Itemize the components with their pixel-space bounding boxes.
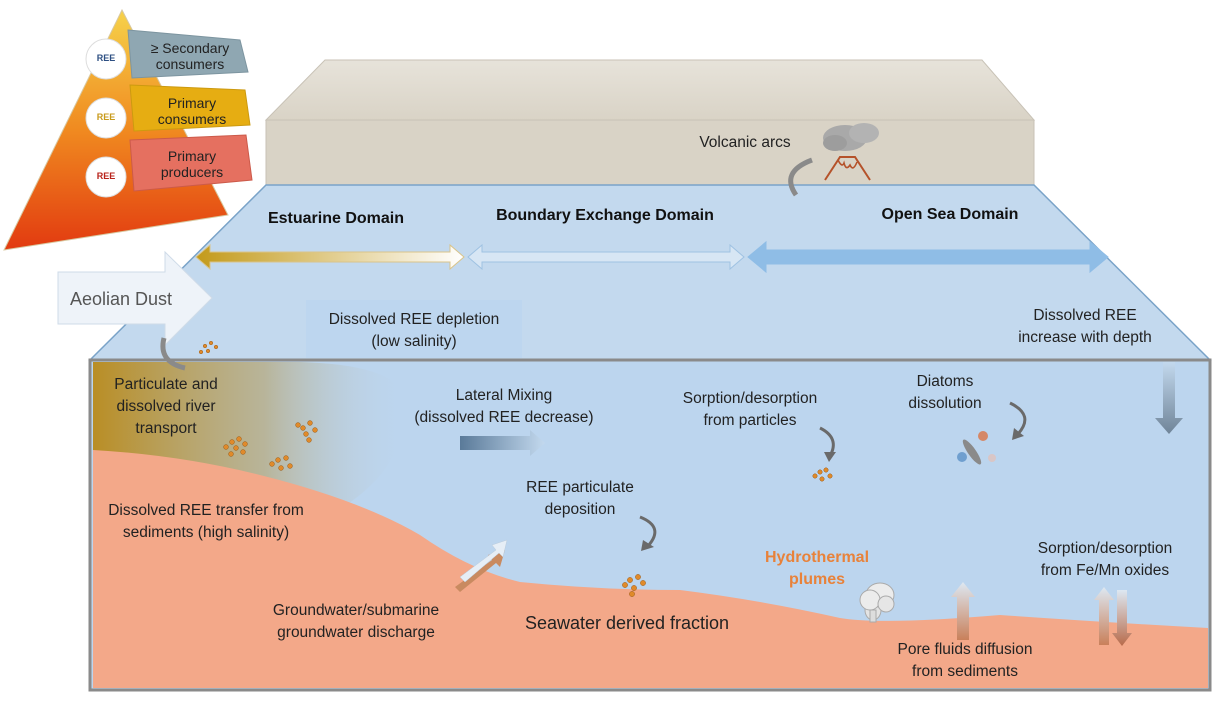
- diatoms-arrow: [1009, 401, 1027, 440]
- pyramid-label-primary-consumers-line1: Primary: [167, 95, 217, 111]
- depletion-label: Dissolved REE depletion (low salinity): [306, 309, 522, 353]
- volcanic-arcs-label: Volcanic arcs: [699, 134, 791, 151]
- depletion-label-line1: Dissolved REE depletion: [328, 311, 500, 328]
- pyramid-band-secondary: [127, 29, 249, 79]
- deposition-label-line2: deposition: [544, 501, 616, 518]
- volcano-icon: [823, 123, 879, 181]
- deposition-label-line1: REE particulate: [526, 479, 634, 496]
- boundary-domain-arrow: [467, 243, 745, 271]
- particle-sorption-label-line1: Sorption/desorption: [682, 390, 818, 407]
- hydrothermal-label-line1: Hydrothermal: [764, 549, 870, 566]
- pyramid-band-primary-consumers: [129, 84, 251, 132]
- hydrothermal-vent-icon: [859, 582, 895, 623]
- ree-badge-label-primary-consumers: REE: [96, 112, 116, 122]
- diatoms-label-line1: Diatoms: [916, 373, 974, 390]
- deposition-label: REE particulate deposition: [515, 477, 645, 521]
- pyramid-label-producers-line2: producers: [160, 164, 224, 180]
- depth-increase-label-line1: Dissolved REE: [1033, 307, 1137, 324]
- dust-deposition-arrow: [160, 337, 186, 371]
- depth-increase-arrow: [1155, 362, 1183, 434]
- depletion-box: [306, 300, 522, 358]
- land-slab-top: [264, 59, 1036, 121]
- sediment-layer: [93, 450, 1208, 688]
- pyramid-label-producers-line1: Primary: [167, 148, 217, 164]
- estuarine-domain-arrow: [195, 243, 465, 271]
- oxides-sorption-label-line2: from Fe/Mn oxides: [1040, 562, 1170, 579]
- volcanic-curved-arrow: [788, 157, 813, 197]
- oxides-up-arrow: [1094, 587, 1114, 645]
- sediment-transfer-label-line2: sediments (high salinity): [122, 524, 290, 541]
- aeolian-dust-label: Aeolian Dust: [70, 289, 173, 309]
- oxides-down-arrow: [1112, 590, 1132, 646]
- sediment-transfer-label: Dissolved REE transfer from sediments (h…: [96, 500, 316, 544]
- lateral-mixing-label: Lateral Mixing (dissolved REE decrease): [404, 385, 604, 429]
- pore-fluids-label-line1: Pore fluids diffusion: [897, 641, 1033, 658]
- ree-badge-label-producers: REE: [96, 171, 116, 181]
- diatoms-label: Diatoms dissolution: [900, 371, 990, 415]
- groundwater-label-line1: Groundwater/submarine: [272, 602, 440, 619]
- particles-sorption-arrow: [819, 426, 836, 462]
- particle-sorption-label-line2: from particles: [703, 412, 797, 429]
- oxides-sorption-label: Sorption/desorption from Fe/Mn oxides: [1020, 538, 1190, 582]
- lateral-mixing-label-line1: Lateral Mixing: [455, 387, 553, 404]
- pyramid-label-producers: Primary producers: [142, 148, 242, 180]
- ree-badge-label-secondary: REE: [96, 53, 116, 63]
- pore-fluid-arrow: [951, 582, 975, 640]
- pyramid-label-primary-consumers-line2: consumers: [157, 111, 227, 127]
- land-slab-front: [265, 119, 1035, 186]
- hydrothermal-label: Hydrothermal plumes: [752, 547, 882, 591]
- pyramid-label-secondary-line2: consumers: [155, 56, 225, 72]
- pore-fluids-label: Pore fluids diffusion from sediments: [880, 639, 1050, 683]
- lateral-mixing-arrow: [460, 430, 545, 456]
- river-transport-label-line1: Particulate and: [114, 376, 218, 393]
- particle-clusters: [198, 340, 833, 597]
- pore-fluids-label-line2: from sediments: [912, 663, 1018, 680]
- ree-badge-secondary: [85, 38, 127, 80]
- depletion-label-line2: (low salinity): [371, 333, 457, 350]
- ree-badge-primary-consumers: [85, 97, 127, 139]
- estuarine-domain-label: Estuarine Domain: [267, 210, 405, 227]
- pyramid-label-secondary-line1: ≥ Secondary: [150, 40, 230, 56]
- pyramid-band-producers: [129, 134, 253, 192]
- ree-badge-producers: [85, 156, 127, 198]
- boundary-domain-label: Boundary Exchange Domain: [496, 207, 714, 224]
- river-transport-label: Particulate and dissolved river transpor…: [96, 374, 236, 440]
- seawater-fraction-label: Seawater derived fraction: [524, 613, 730, 633]
- open-sea-domain-label: Open Sea Domain: [881, 206, 1019, 223]
- lateral-mixing-label-line2: (dissolved REE decrease): [414, 409, 594, 426]
- pyramid-label-secondary: ≥ Secondary consumers: [140, 40, 240, 72]
- diatom-icons: [957, 431, 996, 465]
- diatoms-label-line2: dissolution: [908, 395, 982, 412]
- sediment-transfer-label-line1: Dissolved REE transfer from: [108, 502, 304, 519]
- oxides-sorption-label-line1: Sorption/desorption: [1037, 540, 1173, 557]
- depth-increase-label: Dissolved REE increase with depth: [995, 305, 1175, 349]
- river-transport-label-line2: dissolved river: [116, 398, 216, 415]
- hydrothermal-label-line2: plumes: [788, 571, 845, 588]
- particle-sorption-label: Sorption/desorption from particles: [665, 388, 835, 432]
- depth-increase-label-line2: increase with depth: [1018, 329, 1152, 346]
- pyramid-label-primary-consumers: Primary consumers: [142, 95, 242, 127]
- river-transport-label-line3: transport: [135, 420, 197, 437]
- open-sea-domain-arrow: [747, 240, 1109, 274]
- aeolian-dust-arrow: [57, 250, 213, 347]
- groundwater-label: Groundwater/submarine groundwater discha…: [256, 600, 456, 644]
- groundwater-arrows: [455, 539, 508, 592]
- groundwater-label-line2: groundwater discharge: [277, 624, 435, 641]
- deposition-arrow: [639, 515, 657, 551]
